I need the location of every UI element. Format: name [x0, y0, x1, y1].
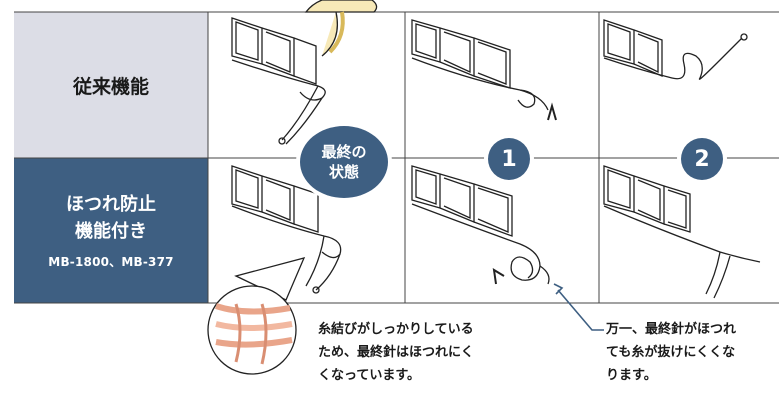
caption-left-line3: くなっています。	[318, 368, 421, 383]
yarn-zoom-bubble-top	[304, 0, 378, 57]
antifray-label-line2: 機能付き	[75, 221, 147, 242]
final-state-badge-line1: 最終の	[321, 143, 367, 161]
conventional-step1-illustration	[411, 19, 557, 121]
conventional-function-label: 従来機能	[72, 75, 149, 98]
step-2-badge: 2	[681, 138, 723, 180]
caption-right-line1: 万一、最終針がほつれ	[606, 322, 737, 337]
antifray-step2-illustration	[603, 165, 761, 299]
knot-strength-caption: 糸結びがしっかりしている ため、最終針はほつれにく くなっています。	[318, 318, 538, 387]
caption-right-line2: ても糸が抜けにくくな	[606, 345, 736, 360]
antifray-step1-illustration	[411, 165, 550, 285]
caption-right-line3: ります。	[606, 368, 657, 383]
grid-lines	[14, 11, 779, 304]
antifray-final-stitch-illustration	[231, 165, 342, 294]
caption-left-line2: ため、最終針はほつれにく	[318, 345, 474, 360]
final-state-badge: 最終の 状態	[300, 126, 388, 198]
final-state-badge-line2: 状態	[328, 163, 359, 181]
conventional-function-cell: 従来機能	[14, 12, 208, 158]
model-numbers: MB-1800、MB-377	[48, 255, 174, 269]
caption-left-line1: 糸結びがしっかりしている	[318, 322, 474, 337]
yarn-zoom-bubble-bottom	[207, 257, 306, 375]
conventional-final-stitch-illustration	[231, 17, 326, 145]
antifray-label-line1: ほつれ防止	[66, 194, 156, 215]
thread-retention-caption: 万一、最終針がほつれ ても糸が抜けにくくな ります。	[606, 318, 779, 387]
conventional-step2-illustration	[603, 19, 748, 80]
caption-pointer-line	[553, 283, 604, 331]
step-1-badge: 1	[488, 138, 530, 180]
antifray-function-cell: ほつれ防止 機能付き MB-1800、MB-377	[14, 158, 208, 303]
